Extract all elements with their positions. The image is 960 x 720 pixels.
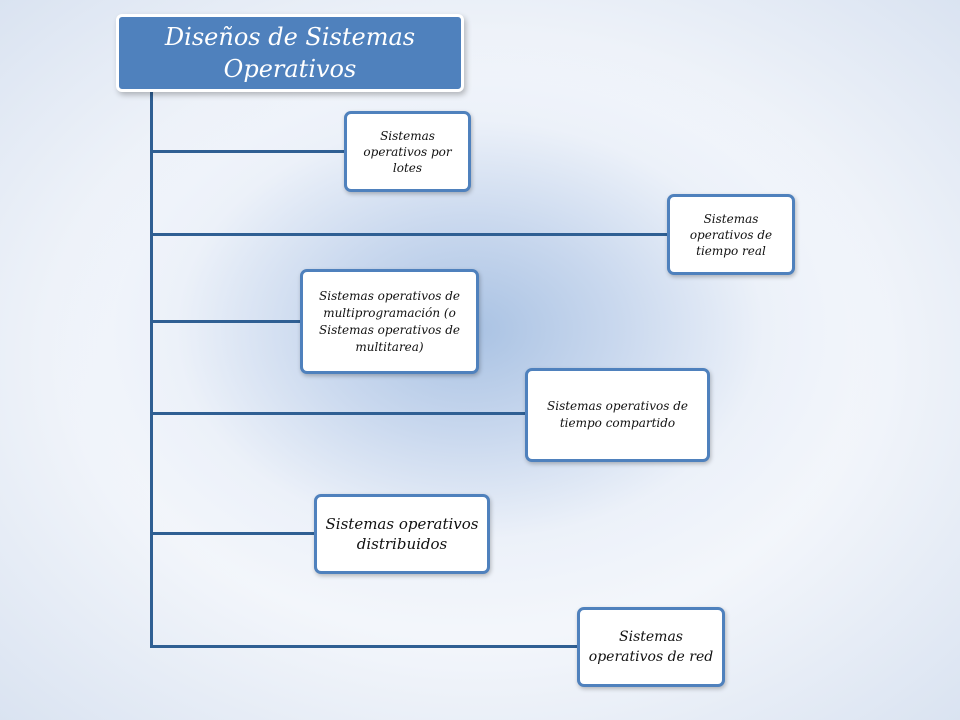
node-lotes: Sistemas operativos por lotes xyxy=(344,111,471,192)
node-multiprogramacion-label: Sistemas operativos de multiprogramación… xyxy=(319,288,460,354)
node-tiempo-real: Sistemas operativos de tiempo real xyxy=(667,194,795,275)
connector-red xyxy=(150,645,580,648)
connector-tiempo-real xyxy=(150,233,668,236)
connector-multiprogramacion xyxy=(150,320,302,323)
node-tiempo-compartido: Sistemas operativos de tiempo compartido xyxy=(525,368,710,462)
connector-lotes xyxy=(150,150,346,153)
connector-trunk xyxy=(150,92,153,648)
node-tiempo-compartido-label: Sistemas operativos de tiempo compartido xyxy=(547,399,688,430)
node-red: Sistemas operativos de red xyxy=(577,607,725,687)
connector-tiempo-compartido xyxy=(150,412,527,415)
connector-distribuidos xyxy=(150,532,316,535)
node-lotes-label: Sistemas operativos por lotes xyxy=(363,128,452,175)
node-multiprogramacion: Sistemas operativos de multiprogramación… xyxy=(300,269,479,374)
root-node: Diseños de Sistemas Operativos xyxy=(116,14,464,92)
root-label: Diseños de Sistemas Operativos xyxy=(164,23,416,83)
node-red-label: Sistemas operativos de red xyxy=(588,629,714,665)
node-distribuidos-label: Sistemas operativos distribuidos xyxy=(325,515,479,553)
node-tiempo-real-label: Sistemas operativos de tiempo real xyxy=(689,211,773,258)
node-distribuidos: Sistemas operativos distribuidos xyxy=(314,494,490,574)
